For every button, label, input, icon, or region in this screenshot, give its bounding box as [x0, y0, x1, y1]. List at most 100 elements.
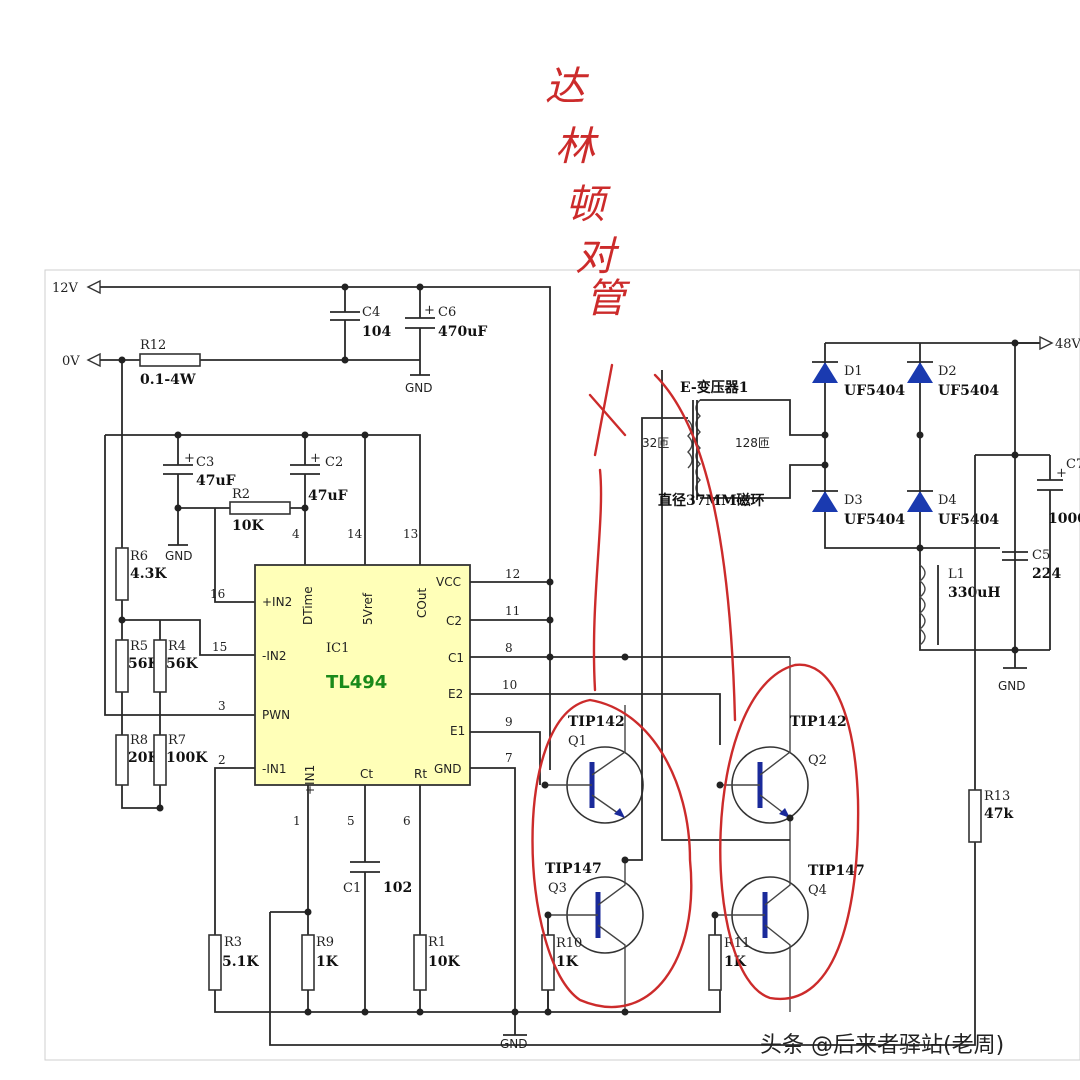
d3-ref: D3: [844, 493, 863, 508]
svg-text:PWN: PWN: [262, 708, 290, 722]
r4-ref: R4: [168, 639, 186, 654]
svg-text:5: 5: [347, 814, 355, 828]
gnd-label: GND: [998, 679, 1026, 693]
rail-12v: 12V: [52, 279, 551, 770]
gnd-label: GND: [165, 549, 193, 563]
q4-value: TIP147: [808, 863, 865, 879]
ic-pin-6: Rt 6: [403, 767, 427, 828]
svg-text:达: 达: [545, 64, 590, 110]
c3-ref: C3: [196, 455, 214, 470]
transformer-secondary-turns: 128匝: [735, 436, 770, 450]
ic-pin-15: 15 -IN2: [212, 640, 286, 663]
l1-ref: L1: [948, 567, 965, 582]
ic-pin-5: Ct 5: [347, 767, 373, 828]
r4-value: 56K: [166, 656, 198, 672]
q1-ref: Q1: [568, 734, 587, 749]
r9-value: 1K: [316, 954, 339, 970]
r2-resistor: R2 10K: [178, 487, 305, 534]
ic-name: TL494: [326, 672, 387, 693]
svg-text:管: 管: [585, 276, 631, 322]
svg-text:VCC: VCC: [436, 575, 461, 589]
d1-value: UF5404: [844, 383, 905, 399]
c5-capacitor: C5 224: [1002, 548, 1061, 582]
rail-48v: 48V: [1015, 335, 1080, 352]
r2-value: 10K: [232, 518, 264, 534]
q1-value: TIP142: [568, 714, 625, 730]
handwritten-note: 达 林 顿 对 管: [545, 64, 631, 322]
r7-resistor: R7 100K: [153, 733, 208, 786]
svg-text:+: +: [184, 451, 195, 466]
ic-pin-16: 16 +IN2: [210, 587, 292, 609]
d2-ref: D2: [938, 364, 957, 379]
r6-value: 4.3K: [130, 566, 167, 582]
r5-ref: R5: [130, 639, 148, 654]
ic-pin-4: 4 DTime: [292, 527, 315, 625]
r5-value: 56K: [128, 656, 160, 672]
gnd-label: GND: [500, 1037, 528, 1051]
svg-text:C2: C2: [446, 614, 462, 628]
d3-value: UF5404: [844, 512, 905, 528]
svg-text:对: 对: [575, 234, 620, 280]
d4-ref: D4: [938, 493, 957, 508]
ic-pin-8: C1 8: [448, 641, 513, 665]
svg-text:16: 16: [210, 587, 225, 601]
svg-text:4: 4: [292, 527, 300, 541]
ic-pin-12: VCC 12: [436, 567, 520, 589]
svg-text:顿: 顿: [565, 182, 611, 228]
c6-capacitor: + C6 470uF GND: [405, 287, 487, 395]
r13-resistor: R13 47k: [968, 789, 1013, 843]
transformer-primary-turns: 32匝: [642, 436, 669, 450]
c1-ref: C1: [343, 881, 361, 896]
ic-pin-10: E2 10: [448, 678, 517, 701]
transformer: E-变压器1 32匝 128匝 直径37MM磁环: [642, 379, 825, 509]
svg-text:12: 12: [505, 567, 520, 581]
watermark: 头条 @后来者驿站(老周): [760, 1033, 1004, 1058]
svg-text:2: 2: [218, 753, 226, 767]
c5-value: 224: [1032, 566, 1061, 582]
ic-pin-11: C2 11: [446, 604, 520, 628]
schematic-frame: [44, 269, 1080, 1061]
r12-resistor: R12 0.1-4W: [139, 338, 201, 388]
c7-value: 1000: [1048, 511, 1080, 527]
svg-text:9: 9: [505, 715, 513, 729]
svg-text:+IN1: +IN1: [303, 765, 317, 795]
r1-ref: R1: [428, 935, 446, 950]
r6-resistor: R6 4.3K: [115, 547, 167, 601]
ic-pin-9: E1 9: [450, 715, 513, 738]
q3-value: TIP147: [545, 861, 602, 877]
r8-ref: R8: [130, 733, 148, 748]
r13-value: 47k: [984, 806, 1013, 822]
c6-value: 470uF: [438, 324, 487, 340]
r5-resistor: R5 56K: [115, 639, 160, 693]
svg-text:+: +: [1056, 466, 1067, 481]
d4-value: UF5404: [938, 512, 999, 528]
ic-pin-3: 3 PWN: [218, 699, 290, 722]
svg-text:Ct: Ct: [360, 767, 373, 781]
svg-text:3: 3: [218, 699, 226, 713]
r3-ref: R3: [224, 935, 242, 950]
q2-value: TIP142: [790, 714, 847, 730]
r9-ref: R9: [316, 935, 334, 950]
d3-diode: D3 UF5404: [812, 490, 905, 528]
c1-value: 102: [383, 880, 412, 896]
c4-value: 104: [362, 324, 391, 340]
rail-12v-label: 12V: [52, 281, 79, 296]
c7-ref: C7: [1066, 457, 1080, 472]
q3-transistor: TIP147 Q3: [545, 860, 644, 1012]
r10-value: 1K: [556, 954, 579, 970]
r11-ref: R11: [724, 936, 750, 951]
gnd-label: GND: [405, 381, 433, 395]
r7-ref: R7: [168, 733, 186, 748]
svg-text:C1: C1: [448, 651, 464, 665]
r13-ref: R13: [984, 789, 1010, 804]
r9-resistor: R9 1K: [301, 934, 339, 991]
r2-ref: R2: [232, 487, 250, 502]
svg-text:+IN2: +IN2: [262, 595, 292, 609]
q4-ref: Q4: [808, 883, 827, 898]
svg-text:Rt: Rt: [414, 767, 427, 781]
svg-text:DTime: DTime: [301, 586, 315, 625]
r8-value: 20K: [128, 750, 160, 766]
svg-text:6: 6: [403, 814, 411, 828]
c3-value: 47uF: [196, 473, 236, 489]
